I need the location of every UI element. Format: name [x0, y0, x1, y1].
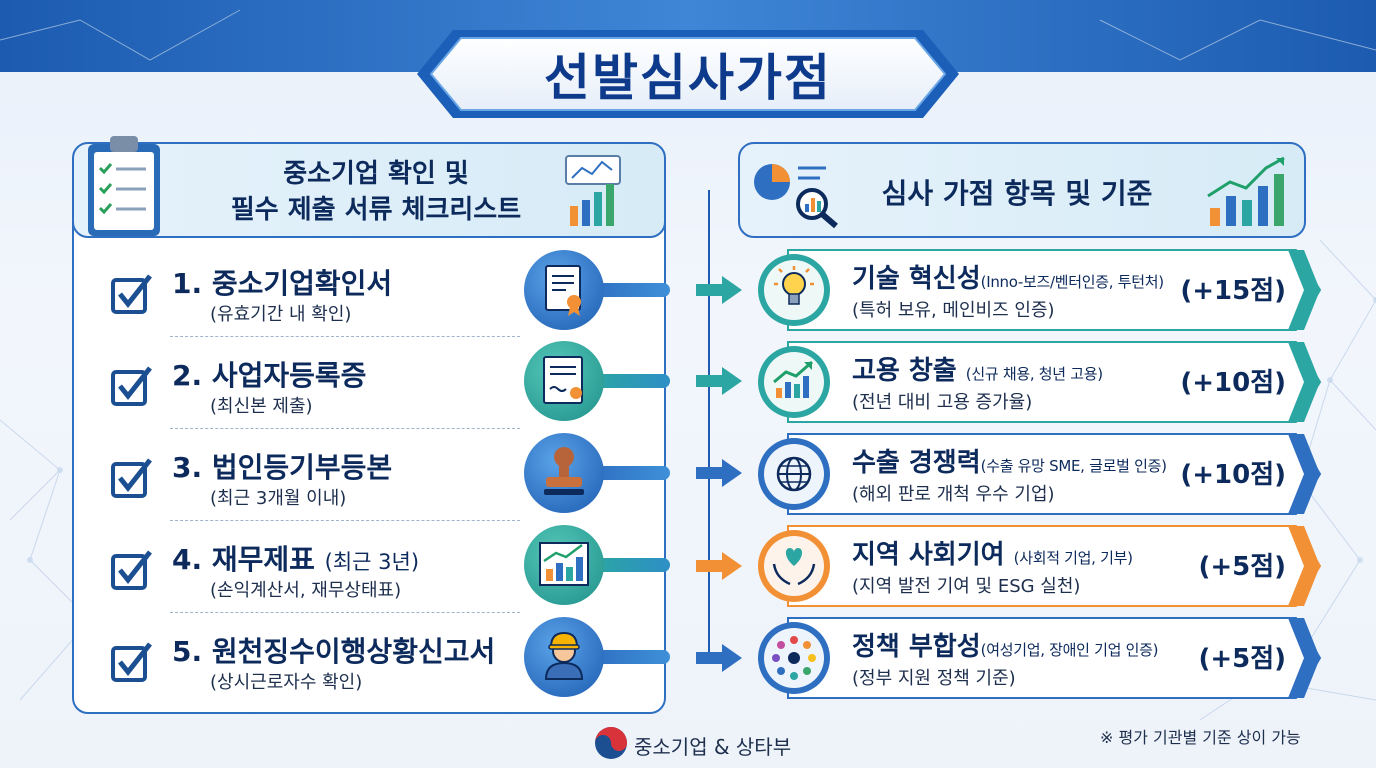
- divider: [170, 336, 520, 337]
- worker-icon: [524, 617, 604, 697]
- criteria-sub: (정부 지원 정책 기준): [852, 668, 1016, 689]
- connector: [590, 466, 670, 480]
- criteria-title: 수출 경쟁력(수출 유망 SME, 글로벌 인증): [852, 448, 1167, 478]
- doc-item-5: 5. 원천징수이행상황신고서 (상시근로자수 확인): [110, 626, 530, 696]
- criteria-sub: (해외 판로 개척 우수 기업): [852, 484, 1055, 505]
- doc-item-sub: (유효기간 내 확인): [210, 304, 352, 325]
- criteria-header: 심사 가점 항목 및 기준: [738, 142, 1306, 238]
- doc-item-sub: (상시근로자수 확인): [210, 672, 363, 693]
- doc-item-4: 4. 재무제표 (최근 3년) (손익계산서, 재무상태표): [110, 534, 530, 604]
- criteria-points: (+15점): [1180, 276, 1286, 306]
- title-banner: 선발심사가점: [415, 26, 961, 122]
- checkbox-checked-icon: [111, 366, 152, 406]
- mini-chart-icon: [565, 155, 621, 226]
- growth-chart-icon: [754, 344, 836, 426]
- analysis-magnifier-icon: [754, 164, 838, 229]
- criteria-header-text: 심사 가점 항목 및 기준: [881, 177, 1153, 210]
- doc-item-sub: (최신본 제출): [210, 396, 313, 417]
- criteria-item-2: 고용 창출 (신규 채용, 청년 고용) (전년 대비 고용 증가율) (+10…: [748, 340, 1322, 424]
- financial-chart-icon: [524, 525, 604, 605]
- checkbox-checked-icon: [111, 550, 152, 590]
- doc-item-title: 4. 재무제표 (최근 3년): [172, 543, 420, 576]
- flow-spine: [708, 190, 710, 660]
- doc-item-title: 1. 중소기업확인서: [172, 267, 393, 300]
- criteria-item-1: 기술 혁신성(Inno-보즈/벤터인증, 투턴처) (특허 보유, 메인비즈 인…: [748, 248, 1322, 332]
- growth-bars-icon: [1207, 156, 1285, 226]
- page-title: 선발심사가점: [544, 49, 832, 107]
- criteria-points: (+5점): [1198, 644, 1286, 674]
- arrow-right-icon: [696, 644, 742, 672]
- doc-item-3: 3. 법인등기부등본 (최근 3개월 이내): [110, 442, 530, 512]
- clipboard-icon: [88, 136, 160, 236]
- criteria-title: 지역 사회기여 (사회적 기업, 기부): [852, 540, 1133, 570]
- doc-item-1: 1. 중소기업확인서 (유효기간 내 확인): [110, 258, 530, 328]
- criteria-sub: (지역 발전 기여 및 ESG 실천): [852, 576, 1081, 597]
- doc-item-title: 3. 법인등기부등본: [172, 451, 393, 484]
- doc-item-2: 2. 사업자등록증 (최신본 제출): [110, 350, 530, 420]
- people-circle-icon: [754, 620, 836, 702]
- criteria-points: (+5점): [1198, 552, 1286, 582]
- criteria-title: 고용 창출 (신규 채용, 청년 고용): [852, 356, 1103, 386]
- criteria-item-3: 수출 경쟁력(수출 유망 SME, 글로벌 인증) (해외 판로 개척 우수 기…: [748, 432, 1322, 516]
- stamp-icon: [524, 433, 604, 513]
- criteria-item-4: 지역 사회기여 (사회적 기업, 기부) (지역 발전 기여 및 ESG 실천)…: [748, 524, 1322, 608]
- checkbox-checked-icon: [111, 274, 152, 314]
- criteria-points: (+10점): [1180, 368, 1286, 398]
- connector: [590, 374, 670, 388]
- taegeuk-logo-icon: [595, 727, 627, 759]
- arrow-right-icon: [696, 552, 742, 580]
- connector: [590, 283, 670, 297]
- arrow-right-icon: [696, 276, 742, 304]
- registration-document-icon: [524, 341, 604, 421]
- checkbox-checked-icon: [111, 642, 152, 682]
- arrow-right-icon: [696, 367, 742, 395]
- checklist-header-line1: 중소기업 확인 및: [283, 159, 469, 189]
- divider: [170, 520, 520, 521]
- footnote: ※ 평가 기관별 기준 상이 가능: [1100, 728, 1301, 747]
- connector: [590, 650, 670, 664]
- heart-hands-icon: [754, 528, 836, 610]
- doc-item-title: 2. 사업자등록증: [172, 359, 367, 392]
- criteria-sub: (특허 보유, 메인비즈 인증): [852, 300, 1055, 321]
- doc-item-sub: (최근 3개월 이내): [210, 488, 347, 509]
- ministry-name: 중소기업 & 상타부: [634, 735, 792, 759]
- divider: [170, 612, 520, 613]
- checklist-header: 중소기업 확인 및 필수 제출 서류 체크리스트: [72, 136, 666, 238]
- criteria-item-5: 정책 부합성(여성기업, 장애인 기업 인증) (정부 지원 정책 기준) (+…: [748, 616, 1322, 700]
- criteria-sub: (전년 대비 고용 증가율): [852, 392, 1033, 413]
- criteria-title: 기술 혁신성(Inno-보즈/벤터인증, 투턴처): [852, 264, 1164, 294]
- doc-item-title: 5. 원천징수이행상황신고서: [172, 635, 496, 668]
- doc-item-sub: (손익계산서, 재무상태표): [210, 580, 402, 601]
- arrow-right-icon: [696, 459, 742, 487]
- lightbulb-icon: [754, 252, 836, 334]
- connector: [590, 558, 670, 572]
- checkbox-checked-icon: [111, 458, 152, 498]
- globe-icon: [754, 436, 836, 518]
- divider: [170, 428, 520, 429]
- criteria-points: (+10점): [1180, 460, 1286, 490]
- checklist-header-line2: 필수 제출 서류 체크리스트: [230, 195, 522, 225]
- criteria-title: 정책 부합성(여성기업, 장애인 기업 인증): [852, 632, 1159, 662]
- checklist-header-text: 중소기업 확인 및 필수 제출 서류 체크리스트: [186, 156, 566, 228]
- certificate-icon: [524, 250, 604, 330]
